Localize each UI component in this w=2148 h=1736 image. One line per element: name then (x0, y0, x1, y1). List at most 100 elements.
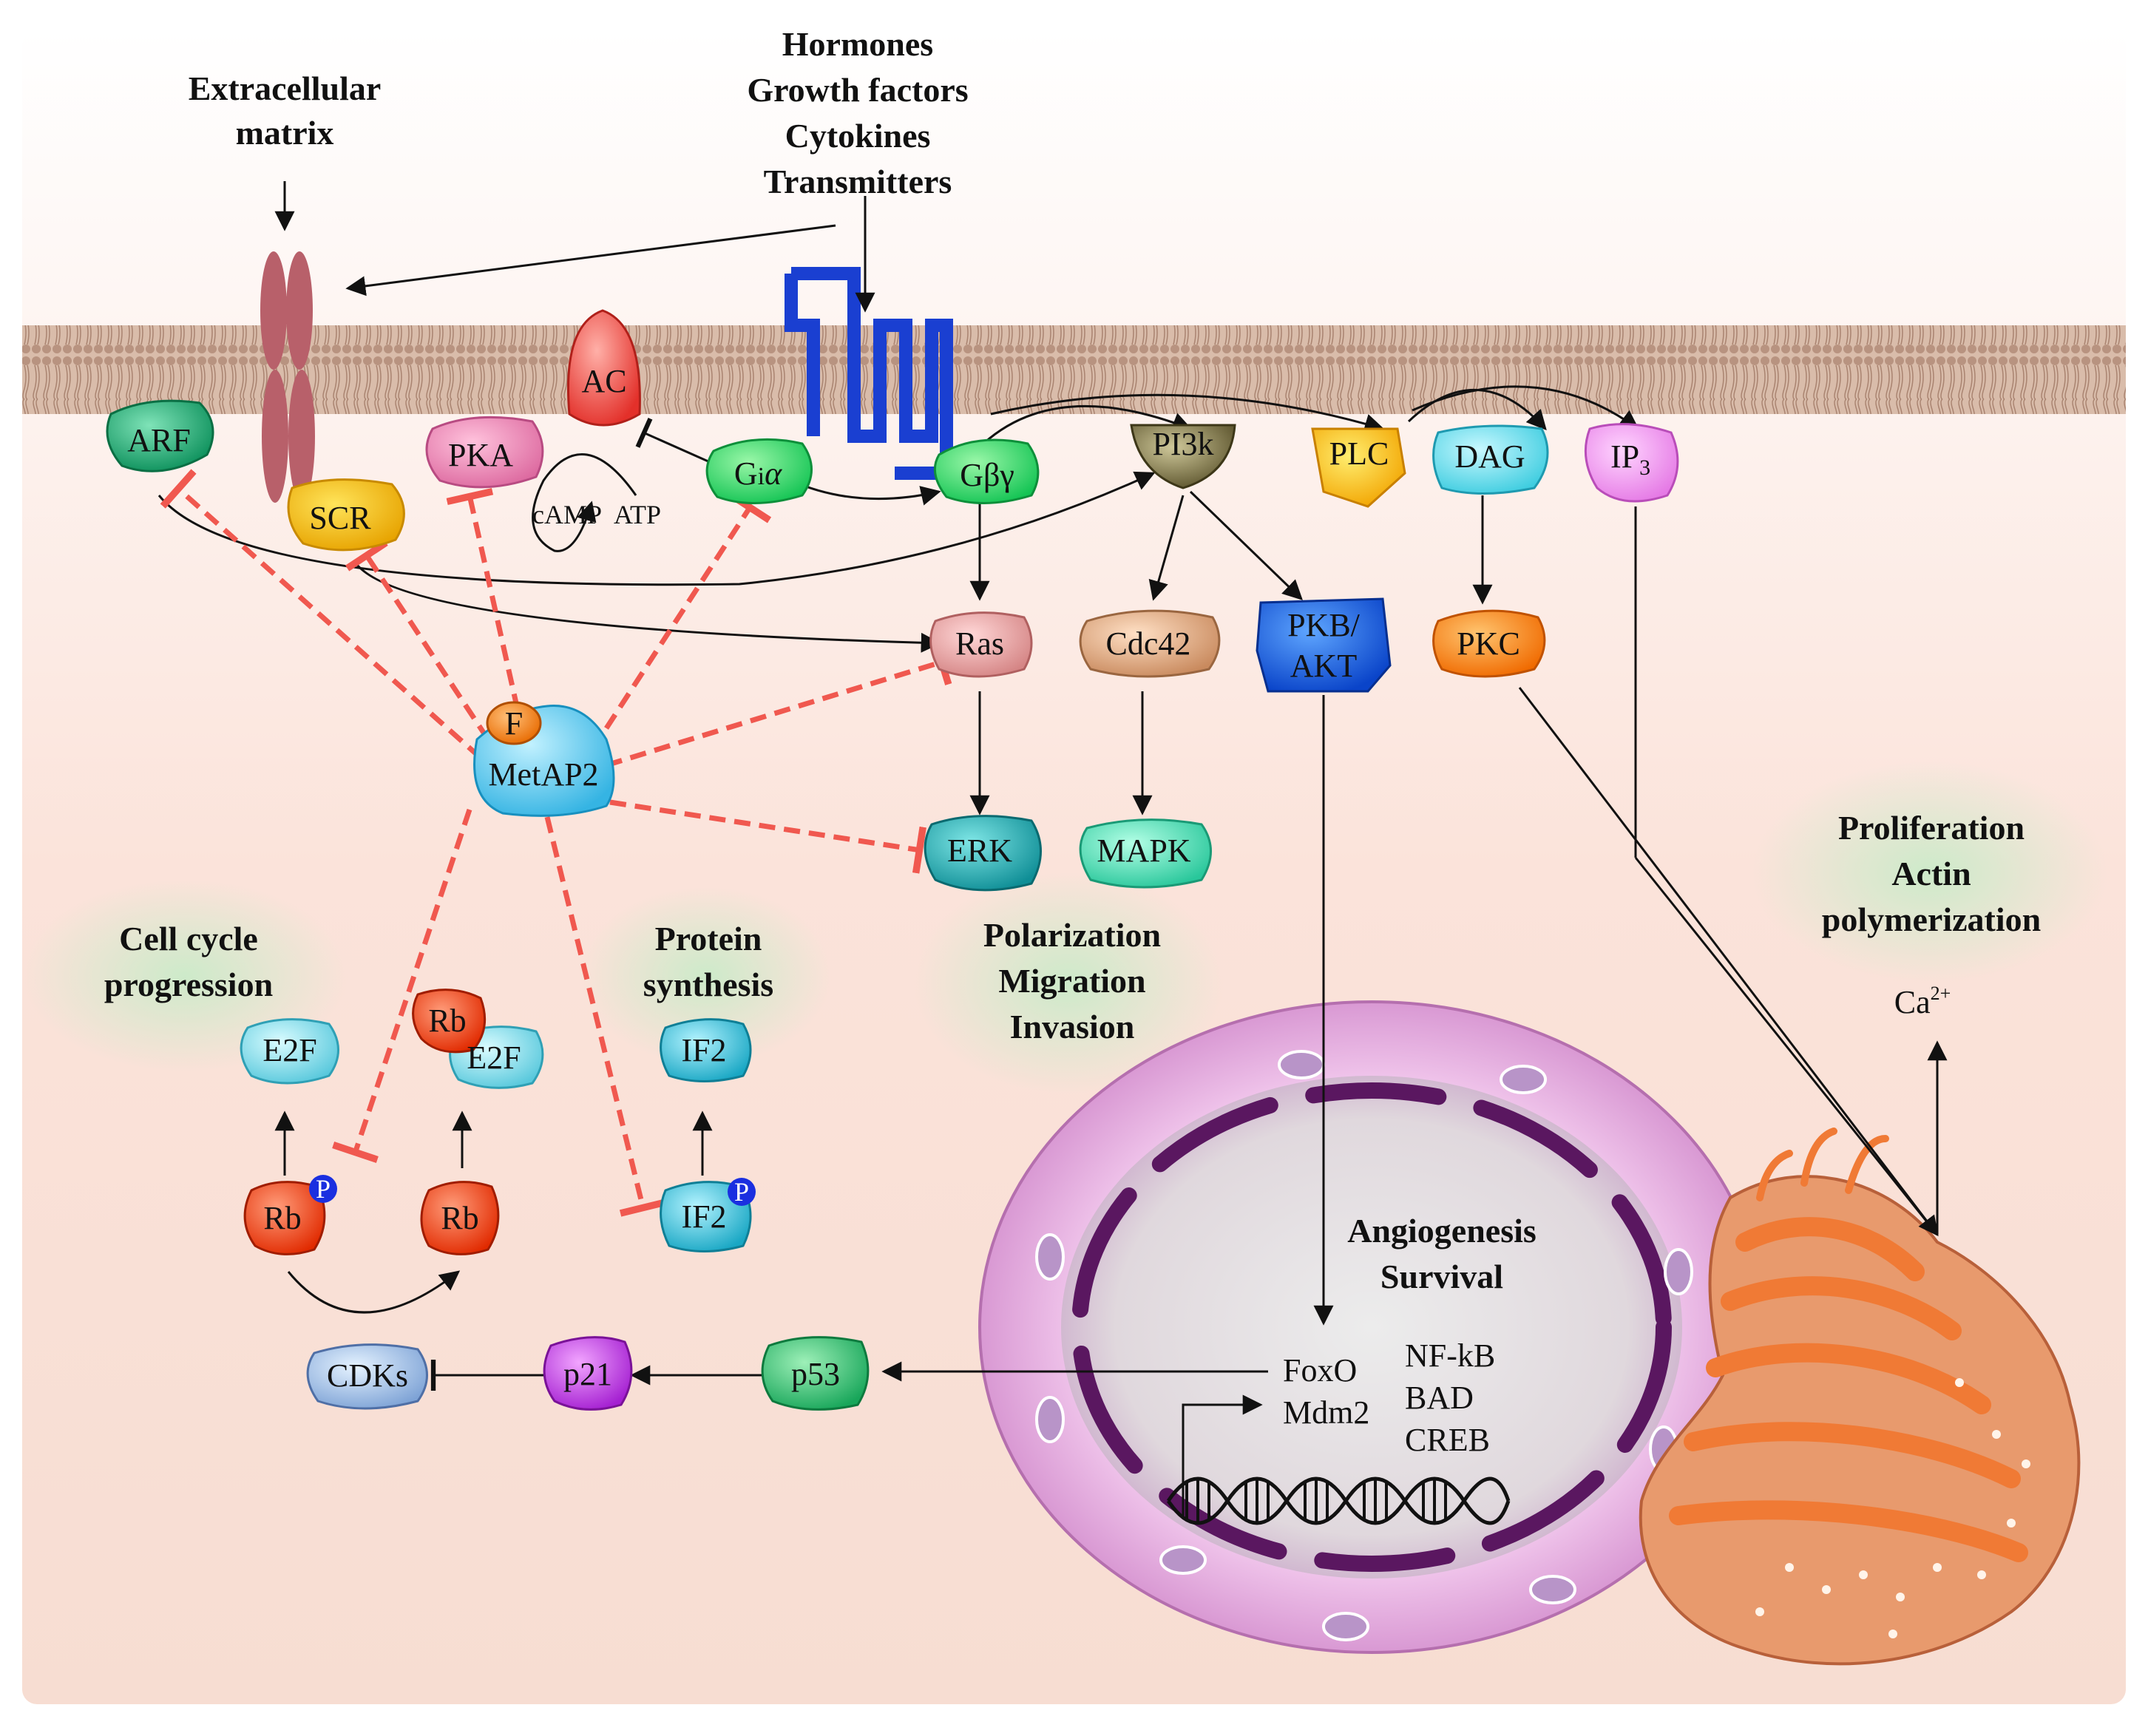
node-pi3k-label: PI3k (1152, 426, 1213, 462)
node-rb-phospho-label: Rb (263, 1200, 301, 1236)
node-erk[interactable]: ERK (924, 815, 1042, 892)
node-ras-label: Ras (955, 625, 1004, 662)
node-dag[interactable]: DAG (1432, 424, 1549, 495)
node-gi-alpha-a: α (765, 455, 782, 492)
polarization-glow (913, 872, 1224, 1094)
node-dag-label: DAG (1454, 438, 1525, 475)
node-rb-complex-e2f-label: E2F (467, 1040, 521, 1076)
node-arf-label: ARF (127, 422, 191, 458)
integrin-receptor (260, 251, 315, 503)
node-e2f[interactable]: E2F (240, 1018, 339, 1085)
node-cdks-label: CDKs (327, 1357, 408, 1394)
node-rb-complex-rb-label: Rb (428, 1003, 466, 1039)
node-cdks[interactable]: CDKs (306, 1343, 428, 1410)
node-cdc42[interactable]: Cdc42 (1079, 609, 1221, 678)
node-p53-label: p53 (791, 1356, 840, 1392)
node-arf[interactable]: ARF (106, 399, 214, 472)
label-synthesis: synthesis (643, 966, 773, 1003)
node-mapk[interactable]: MAPK (1079, 818, 1212, 889)
label-polymerization: polymerization (1822, 901, 2041, 938)
phospho-badge-rb (309, 1175, 337, 1203)
node-rb[interactable]: Rb (420, 1181, 500, 1255)
node-pkc-label: PKC (1457, 625, 1520, 662)
node-p21-label: p21 (563, 1356, 612, 1392)
label-foxo: FoxO (1283, 1352, 1357, 1389)
phospho-badge-rb-label: P (316, 1174, 331, 1204)
node-metap2-label: MetAP2 (488, 756, 598, 793)
label-hormones: Hormones (782, 25, 933, 63)
node-cdc42-label: Cdc42 (1106, 625, 1191, 662)
node-ac[interactable]: AC (566, 309, 641, 427)
endoplasmic-reticulum (1639, 1128, 2081, 1666)
label-nfkb: NF-kB (1405, 1337, 1495, 1374)
label-mdm2: Mdm2 (1283, 1394, 1369, 1431)
node-p21[interactable]: p21 (543, 1336, 633, 1411)
node-plc[interactable]: PLC (1311, 427, 1406, 508)
dna-helix (1166, 1476, 1511, 1525)
gpcr-receptor (785, 267, 953, 480)
node-gbg[interactable]: Gβγ (933, 438, 1040, 505)
label-bad: BAD (1405, 1380, 1474, 1416)
label-actin: Actin (1891, 855, 1971, 892)
node-if2-phospho-label: IF2 (681, 1198, 726, 1235)
label-protein: Protein (655, 920, 762, 957)
label-polarization: Polarization (983, 916, 1161, 954)
proliferation-glow (1752, 762, 2107, 983)
node-scr[interactable]: SCR (287, 478, 405, 552)
label-cytokines: Cytokines (785, 117, 931, 155)
node-ras[interactable]: Ras (929, 611, 1033, 678)
svg-text:Ca2+: Ca2+ (1894, 983, 1951, 1020)
node-pka-label: PKA (448, 437, 513, 473)
label-extracellular: Extracellular (189, 69, 382, 107)
node-rb-label: Rb (441, 1200, 478, 1236)
node-p53[interactable]: p53 (761, 1336, 870, 1411)
label-cell-cycle: Cell cycle (119, 920, 258, 957)
node-f[interactable]: F (486, 701, 542, 745)
node-pkb-label: PKB/ (1287, 607, 1361, 643)
node-if2-label: IF2 (681, 1032, 726, 1068)
label-creb: CREB (1405, 1422, 1490, 1458)
node-if2[interactable]: IF2 (660, 1018, 752, 1082)
label-matrix: matrix (236, 114, 334, 152)
label-growth-factors: Growth factors (747, 71, 968, 109)
node-ip3-sub: 3 (1639, 455, 1650, 480)
node-ac-label: AC (581, 363, 626, 399)
svg-text:IP3: IP3 (1610, 438, 1650, 480)
node-rb-e2f-complex[interactable]: Rb E2F (412, 989, 544, 1089)
label-survival: Survival (1380, 1258, 1503, 1295)
label-proliferation: Proliferation (1838, 809, 2025, 847)
label-migration: Migration (998, 962, 1145, 1000)
label-transmitters: Transmitters (764, 163, 952, 200)
node-gbg-label: Gβγ (960, 457, 1014, 493)
protein-synthesis-glow (580, 887, 832, 1065)
node-rb-phospho[interactable]: Rb P (243, 1174, 337, 1255)
node-ip3[interactable]: IP3 (1584, 423, 1679, 503)
node-e2f-label: E2F (262, 1032, 316, 1068)
node-f-label: F (505, 705, 523, 742)
node-gi-alpha[interactable]: Giα (705, 438, 813, 505)
node-ip3-label: IP (1610, 438, 1639, 475)
node-pkc[interactable]: PKC (1432, 609, 1546, 678)
label-angiogenesis: Angiogenesis (1347, 1212, 1537, 1250)
black-inhibition-lines (430, 417, 711, 1391)
node-erk-label: ERK (947, 833, 1012, 869)
label-calcium-sup: 2+ (1931, 983, 1951, 1004)
node-pka[interactable]: PKA (425, 416, 544, 489)
label-camp: cAMP (532, 500, 602, 529)
node-gi-alpha-i: i (758, 463, 765, 490)
node-pkb-akt[interactable]: PKB/ AKT (1256, 597, 1392, 693)
node-gi-alpha-g: G (734, 455, 758, 492)
node-pi3k[interactable]: PI3k (1130, 424, 1236, 489)
label-calcium: Ca (1894, 984, 1931, 1020)
node-scr-label: SCR (309, 500, 371, 536)
node-akt-label: AKT (1290, 648, 1358, 684)
node-if2-phospho[interactable]: IF2 P (660, 1177, 756, 1252)
node-mapk-label: MAPK (1097, 833, 1190, 869)
phospho-badge-if2-label: P (734, 1177, 749, 1207)
metap2-inhibition-lines (160, 469, 952, 1217)
label-invasion: Invasion (1010, 1008, 1135, 1045)
node-plc-label: PLC (1329, 435, 1389, 472)
label-progression: progression (104, 966, 273, 1003)
